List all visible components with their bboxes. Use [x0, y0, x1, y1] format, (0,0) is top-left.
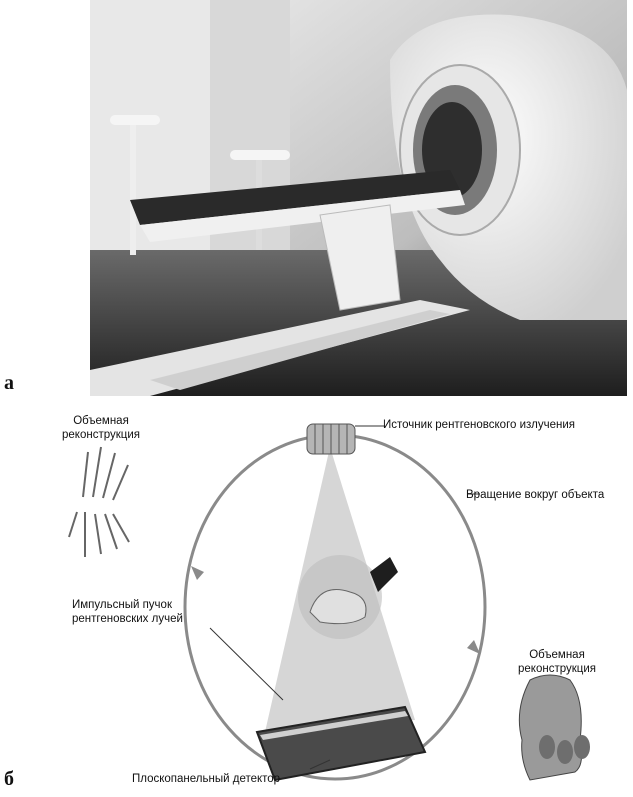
xray-tube-icon: [307, 424, 355, 454]
label-volume-reconstruction-left: Объемная реконструкция: [62, 414, 140, 442]
hand-3d-icon: [519, 675, 590, 780]
label-line: рентгеновских лучей: [72, 612, 183, 626]
ct-scanner-photo: [90, 0, 627, 396]
hand-bones-icon: [69, 447, 129, 557]
label-line: Объемная: [518, 648, 596, 662]
label-line: реконструкция: [518, 662, 596, 676]
label-rotation: Вращение вокруг объекта: [466, 488, 604, 502]
panel-letter-a: а: [4, 372, 14, 395]
panel-letter-b: б: [4, 768, 14, 791]
label-line: Импульсный пучок: [72, 598, 183, 612]
orbit-arrow-left: [191, 566, 204, 580]
label-xray-source: Источник рентгеновского излучения: [383, 418, 575, 432]
cbct-diagram: [25, 402, 625, 792]
label-flat-panel-detector: Плоскопанельный детектор: [132, 772, 280, 786]
label-line: Объемная: [62, 414, 140, 428]
label-line: реконструкция: [62, 428, 140, 442]
label-volume-reconstruction-right: Объемная реконструкция: [518, 648, 596, 676]
orbit-arrow-right: [467, 640, 480, 654]
label-pulsed-beam: Импульсный пучок рентгеновских лучей: [72, 598, 183, 626]
